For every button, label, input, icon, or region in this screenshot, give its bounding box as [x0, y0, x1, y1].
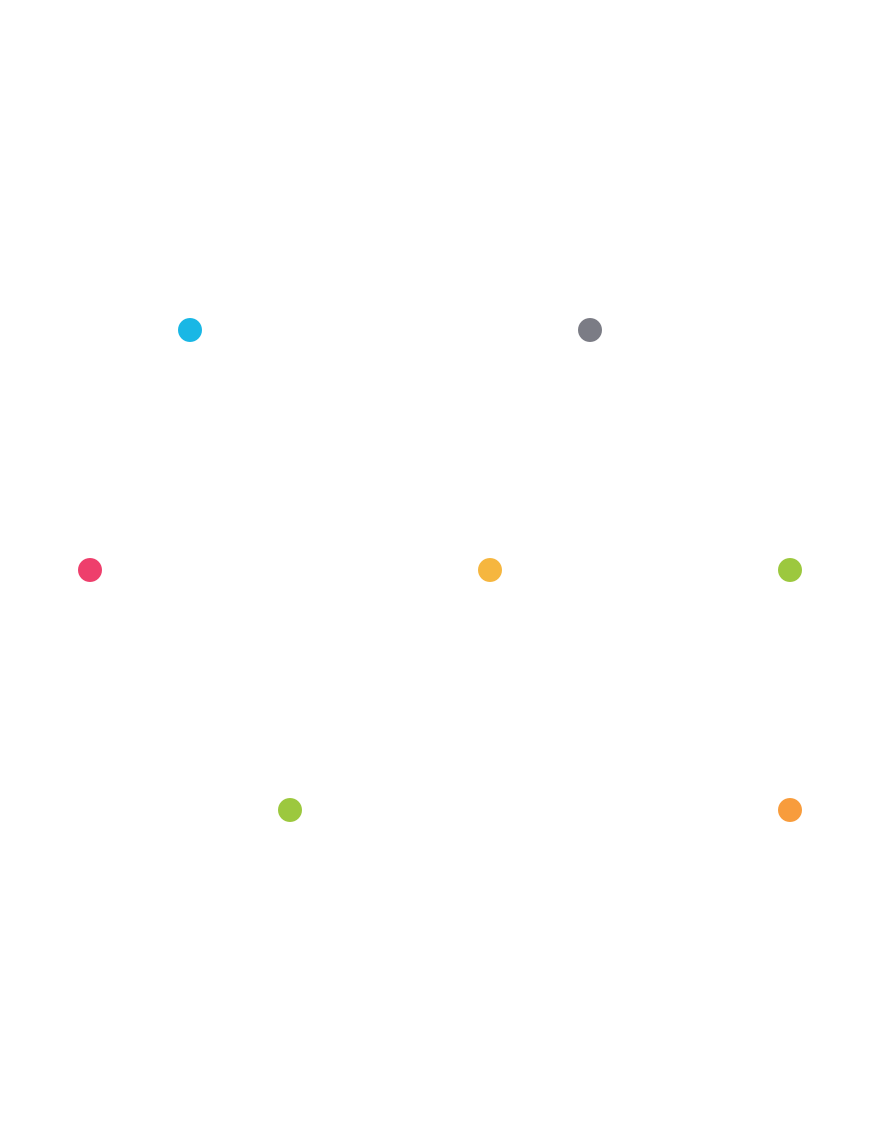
dot-pink [78, 558, 102, 582]
dot-yellow [478, 558, 502, 582]
dot-green [278, 798, 302, 822]
dot-orange [778, 798, 802, 822]
dot-blue [178, 318, 202, 342]
dot-gray [578, 318, 602, 342]
dot-green [778, 558, 802, 582]
